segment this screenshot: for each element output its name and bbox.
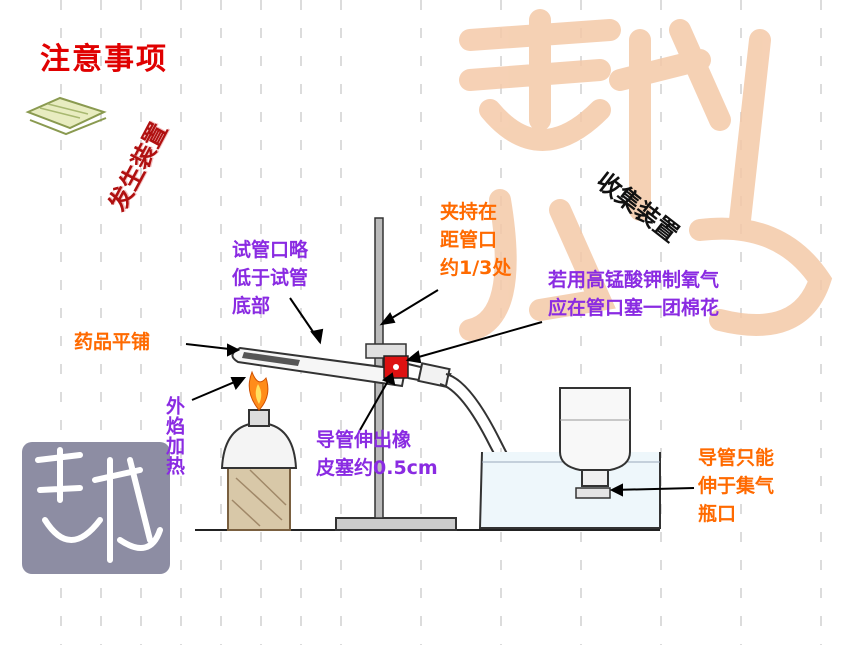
delivery-tube-stopper-label: 导管伸出橡 皮塞约0.5cm <box>316 429 438 479</box>
outer-flame-label: 外焰加热 <box>163 396 185 476</box>
alcohol-lamp <box>220 370 298 469</box>
delivery-tube-bottle-label: 导管只能 伸于集气 瓶口 <box>698 447 775 525</box>
seal-stamp <box>22 442 170 574</box>
seal-watermark <box>459 9 833 341</box>
drug-flat-label: 药品平铺 <box>74 331 151 353</box>
pointer-lines <box>185 289 695 497</box>
clamp-position-label: 夹持在 距管口 约1/3处 <box>440 201 512 279</box>
book-icon <box>25 96 107 136</box>
permanganate-note: 若用高锰酸钾制氧气 应在管口塞一团棉花 <box>548 269 720 319</box>
tube-mouth-label: 试管口略 低于试管 底部 <box>232 239 309 317</box>
gas-collecting-bottle <box>559 387 631 487</box>
page-title: 注意事项 <box>40 42 168 77</box>
